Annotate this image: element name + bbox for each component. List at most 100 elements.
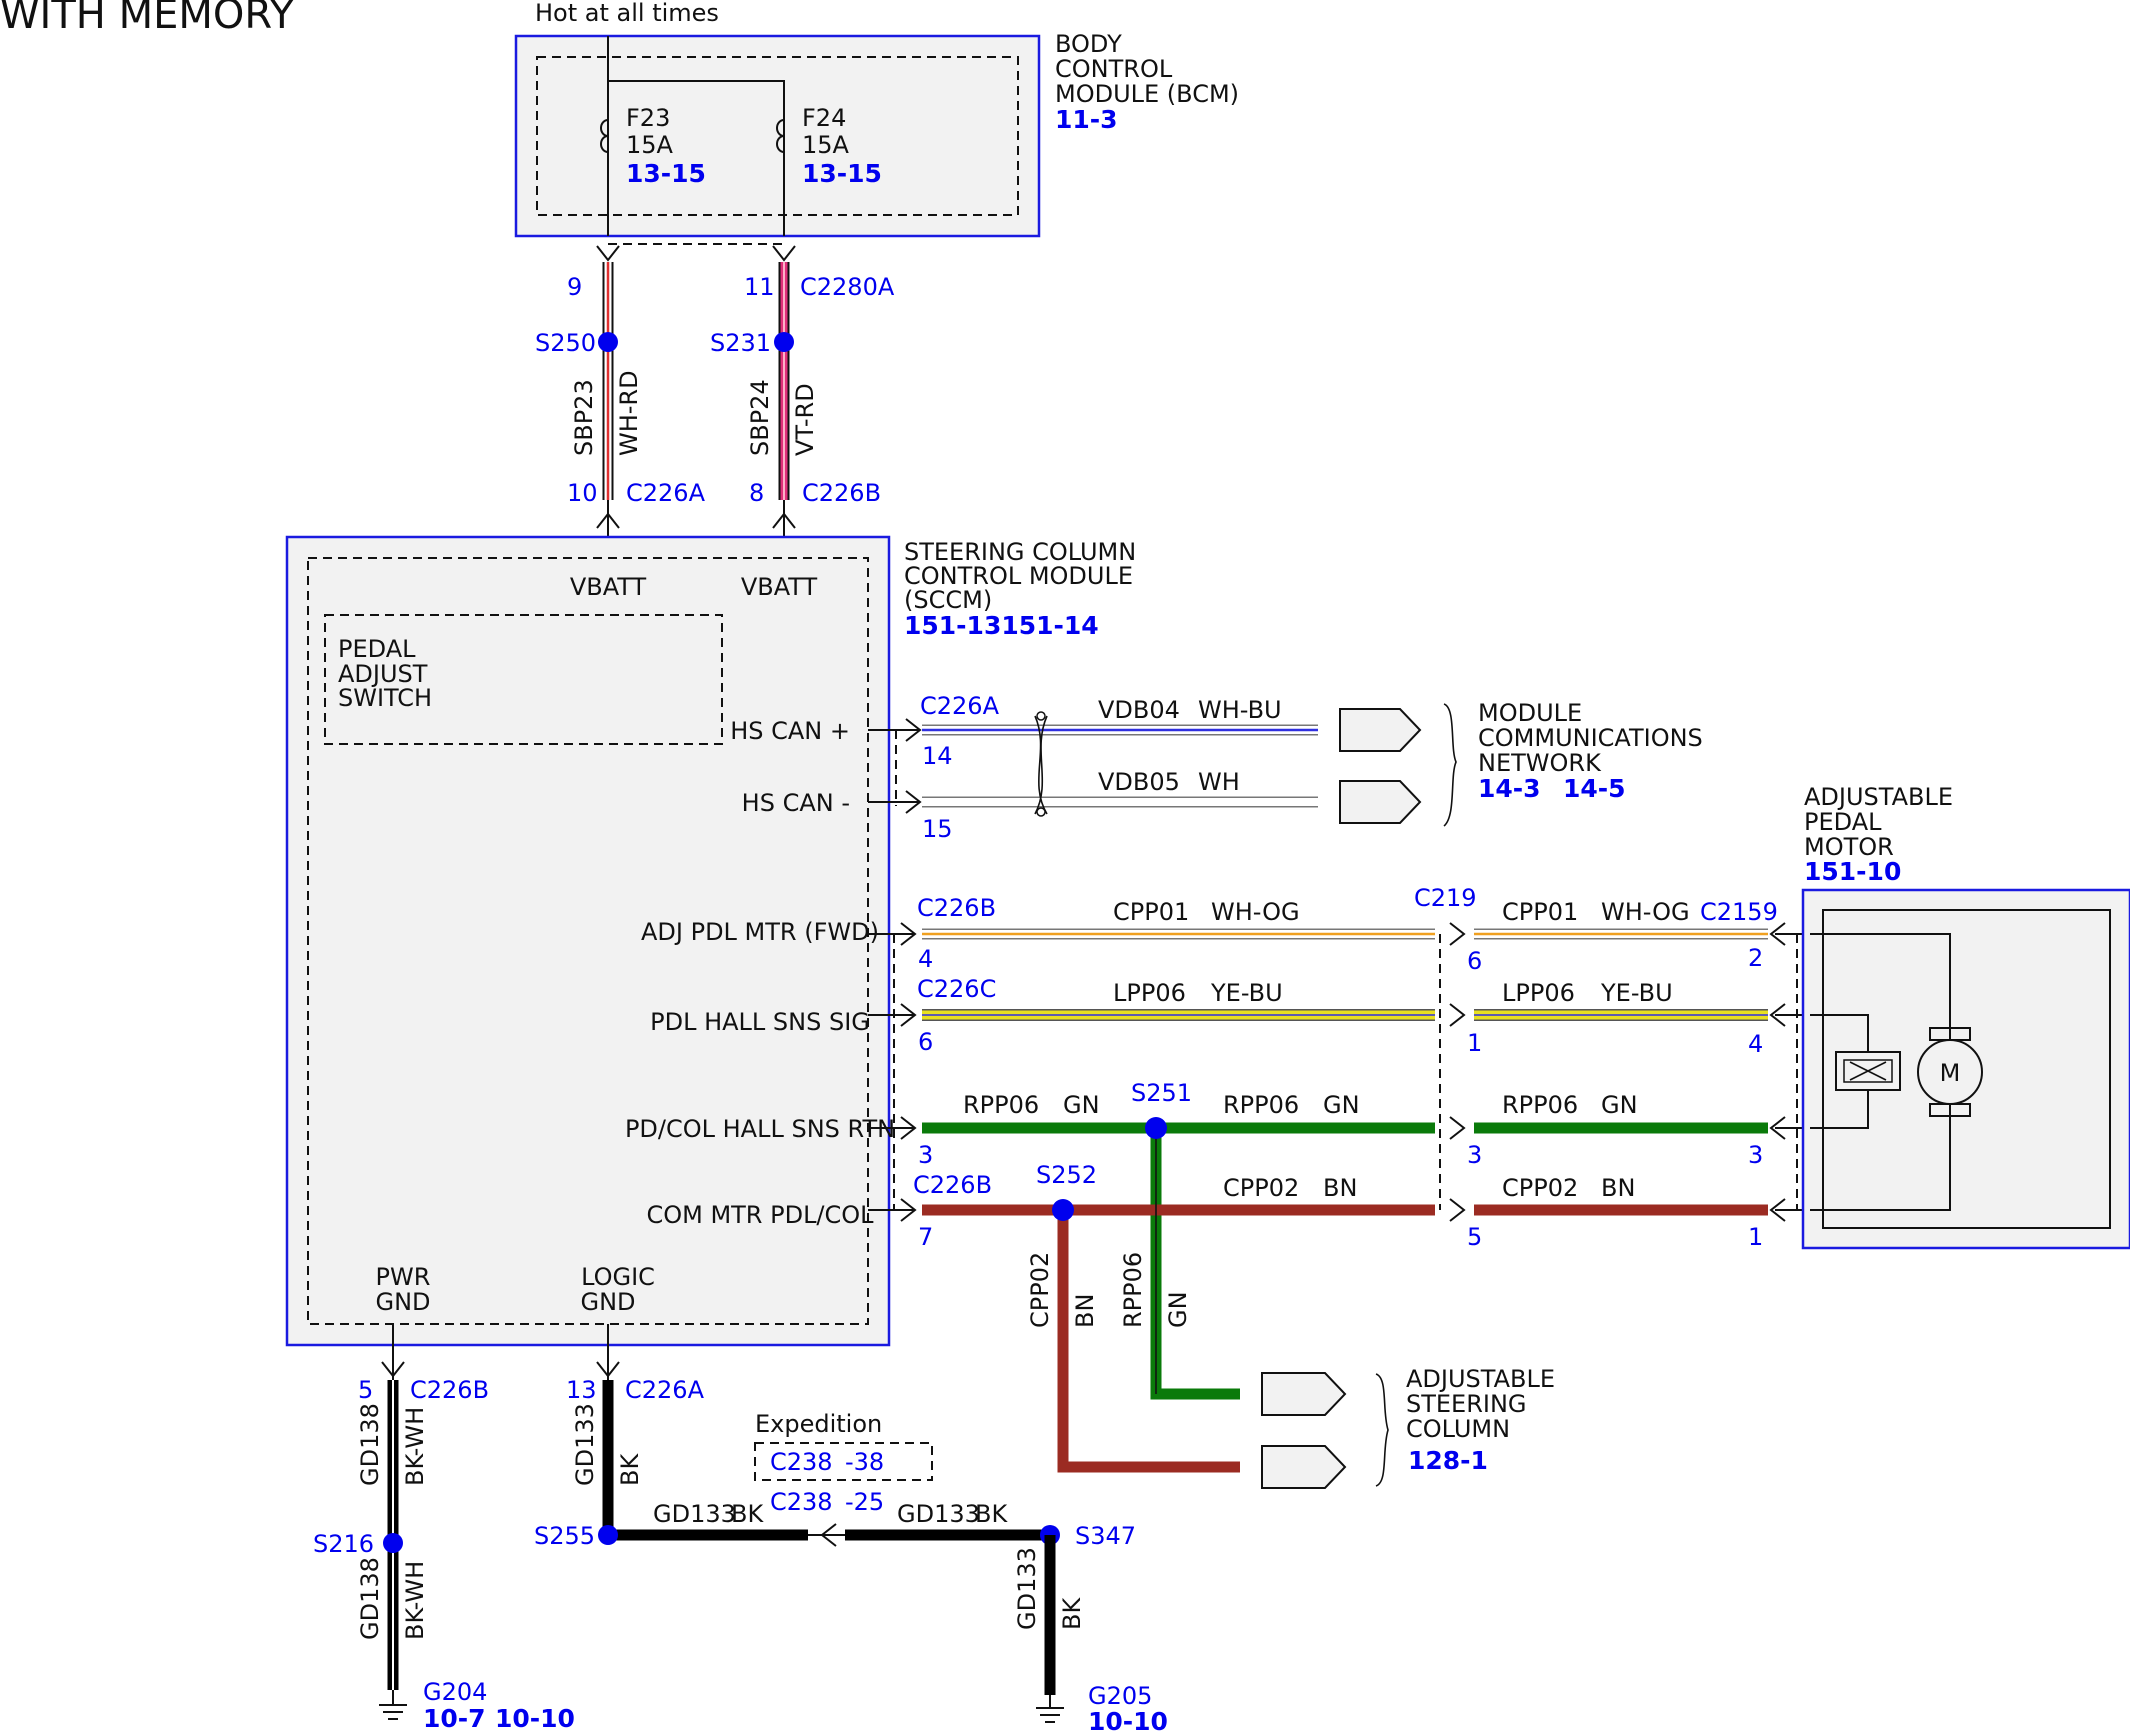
expedition-box [754, 1442, 933, 1481]
can-twist-end-top [1036, 711, 1046, 721]
pin-pdl-hall-sns-sig: PDL HALL SNS SIG [650, 1008, 870, 1036]
pedal-motor-name-line-3: MOTOR [1804, 833, 1894, 861]
c219-pin-1: 1 [1467, 1029, 1482, 1057]
can-pin-15: 15 [922, 815, 953, 843]
pedal-motor-leads [1810, 933, 1951, 1211]
wire-cpp02-b-color: BN [1601, 1174, 1635, 1202]
wire-gd133-logic-color: BK [616, 1453, 644, 1486]
fuse-f23-ref[interactable]: 13-15 [626, 159, 706, 188]
c219-connector[interactable]: C219 [1414, 884, 1477, 912]
pin-logic-gnd-line-2: GND [580, 1288, 635, 1316]
wire-vdb04-color: WH-BU [1198, 696, 1282, 724]
c219-pin-6: 6 [1467, 947, 1482, 975]
splice-s251[interactable]: S251 [1131, 1079, 1192, 1107]
steering-col-ref[interactable]: 128-1 [1408, 1446, 1488, 1475]
network-ref-2[interactable]: 14-5 [1563, 774, 1626, 803]
wire-cpp02-a-circuit: CPP02 [1223, 1174, 1299, 1202]
wire-rpp06-a1-color: GN [1063, 1091, 1100, 1119]
c226b-pin-7: 7 [918, 1223, 933, 1251]
pwr-gnd-connector[interactable]: C226B [410, 1376, 489, 1404]
sccm-motor-stubs [868, 922, 1810, 1222]
logic-gnd-pin: 13 [566, 1376, 597, 1404]
fuse-f24-symbol [776, 119, 785, 153]
wire-vdb05-circuit: VDB05 [1098, 768, 1180, 796]
bcm-name-line-2: CONTROL [1055, 55, 1173, 83]
bcm-name-line-3: MODULE (BCM) [1055, 80, 1239, 108]
wire-cpp01-a-color: WH-OG [1211, 898, 1300, 926]
c226a-connector-top[interactable]: C226A [626, 479, 706, 507]
wire-cpp01-a-circuit: CPP01 [1113, 898, 1189, 926]
ground-g204[interactable]: G204 [423, 1678, 487, 1706]
ground-g204-symbol [379, 1690, 407, 1720]
splice-s347[interactable]: S347 [1075, 1522, 1136, 1550]
splice-s250[interactable]: S250 [535, 329, 596, 357]
c226c-connector[interactable]: C226C [917, 975, 996, 1003]
pedal-adjust-switch-line-3: SWITCH [338, 684, 432, 712]
wire-lpp06-a-color: YE-BU [1210, 979, 1283, 1007]
splice-s255[interactable]: S255 [534, 1522, 595, 1550]
bcm-ref[interactable]: 11-3 [1055, 105, 1118, 134]
splice-s216[interactable]: S216 [313, 1530, 374, 1558]
c238-connector-1[interactable]: C238 [770, 1448, 833, 1476]
c238-arrow [820, 1523, 837, 1547]
wire-rpp06-branch-color: GN [1164, 1291, 1192, 1328]
ground-g204-ref-2[interactable]: 10-10 [495, 1704, 575, 1733]
wire-gd138-circuit-lower: GD138 [356, 1557, 384, 1640]
sccm-name-line-3: (SCCM) [904, 586, 992, 614]
can-plus-continuation-tag[interactable] [1339, 708, 1422, 752]
steering-col-tag-bn[interactable] [1261, 1445, 1347, 1489]
wire-rpp06-a2-circuit: RPP06 [1223, 1091, 1299, 1119]
steering-col-brace [1375, 1373, 1389, 1487]
c226a-pin-10: 10 [567, 479, 598, 507]
wire-gd133-h-right-circuit: GD133 [897, 1500, 980, 1528]
pedal-adjust-switch-box [324, 614, 723, 745]
can-minus-continuation-tag[interactable] [1339, 780, 1422, 824]
c2280a-connector[interactable]: C2280A [800, 273, 895, 301]
pin-com-mtr-pdl-col: COM MTR PDL/COL [646, 1201, 874, 1229]
c226b-connector-top[interactable]: C226B [802, 479, 881, 507]
c2159-connector[interactable]: C2159 [1700, 898, 1778, 926]
motor-symbol [1917, 1039, 1983, 1105]
pin-logic-gnd-line-1: LOGIC [581, 1263, 655, 1291]
wire-gd138-circuit-upper: GD138 [356, 1403, 384, 1486]
steering-col-name-line-2: STEERING [1406, 1390, 1527, 1418]
steering-col-tag-gn[interactable] [1261, 1372, 1347, 1416]
bcm-inner-boundary [536, 56, 1019, 216]
splice-s231-dot [774, 332, 794, 352]
ground-g205-ref[interactable]: 10-10 [1088, 1707, 1168, 1734]
wire-gd138-color-lower: BK-WH [401, 1561, 429, 1640]
fuse-f23-rating: 15A [626, 131, 674, 159]
wire-cpp02-branch [1057, 1210, 1240, 1473]
fuse-f24-ref[interactable]: 13-15 [802, 159, 882, 188]
sccm-ref[interactable]: 151-13151-14 [904, 611, 1099, 640]
expedition-label: Expedition [755, 1410, 882, 1438]
wire-gd133-h-left-color: BK [731, 1500, 764, 1528]
c2159-pin-4: 4 [1748, 1030, 1763, 1058]
pin-hall-sns-rtn: PD/COL HALL SNS RTN [625, 1115, 895, 1143]
c219-pin-5: 5 [1467, 1223, 1482, 1251]
network-ref-1[interactable]: 14-3 [1478, 774, 1541, 803]
pin-hs-can-plus: HS CAN + [730, 717, 850, 745]
splice-s252[interactable]: S252 [1036, 1161, 1097, 1189]
wire-rpp06-a1-circuit: RPP06 [963, 1091, 1039, 1119]
splice-s252-dot [1052, 1199, 1074, 1221]
ground-g205[interactable]: G205 [1088, 1682, 1152, 1710]
pedal-motor-ref[interactable]: 151-10 [1804, 857, 1901, 886]
can-twist-symbol [1034, 715, 1048, 815]
wire-cpp01-b-circuit: CPP01 [1502, 898, 1578, 926]
c226b-motor-connector[interactable]: C226B [917, 894, 996, 922]
ground-g204-ref-1[interactable]: 10-7 [423, 1704, 486, 1733]
c2280a-pin-11-arrow [772, 245, 796, 262]
wire-cpp01-b-color: WH-OG [1601, 898, 1690, 926]
c226a-can-connector[interactable]: C226A [920, 692, 1000, 720]
c226c-pin-3: 3 [918, 1141, 933, 1169]
splice-s250-dot [598, 332, 618, 352]
network-name-line-2: COMMUNICATIONS [1478, 724, 1703, 752]
c226b-com-connector[interactable]: C226B [913, 1171, 992, 1199]
pedal-motor-name-line-2: PEDAL [1804, 808, 1882, 836]
splice-s231[interactable]: S231 [710, 329, 771, 357]
pin-pwr-gnd-line-2: GND [375, 1288, 430, 1316]
logic-gnd-connector[interactable]: C226A [625, 1376, 705, 1404]
c238-pin-38: -38 [845, 1448, 884, 1476]
c238-connector-2[interactable]: C238 [770, 1488, 833, 1516]
